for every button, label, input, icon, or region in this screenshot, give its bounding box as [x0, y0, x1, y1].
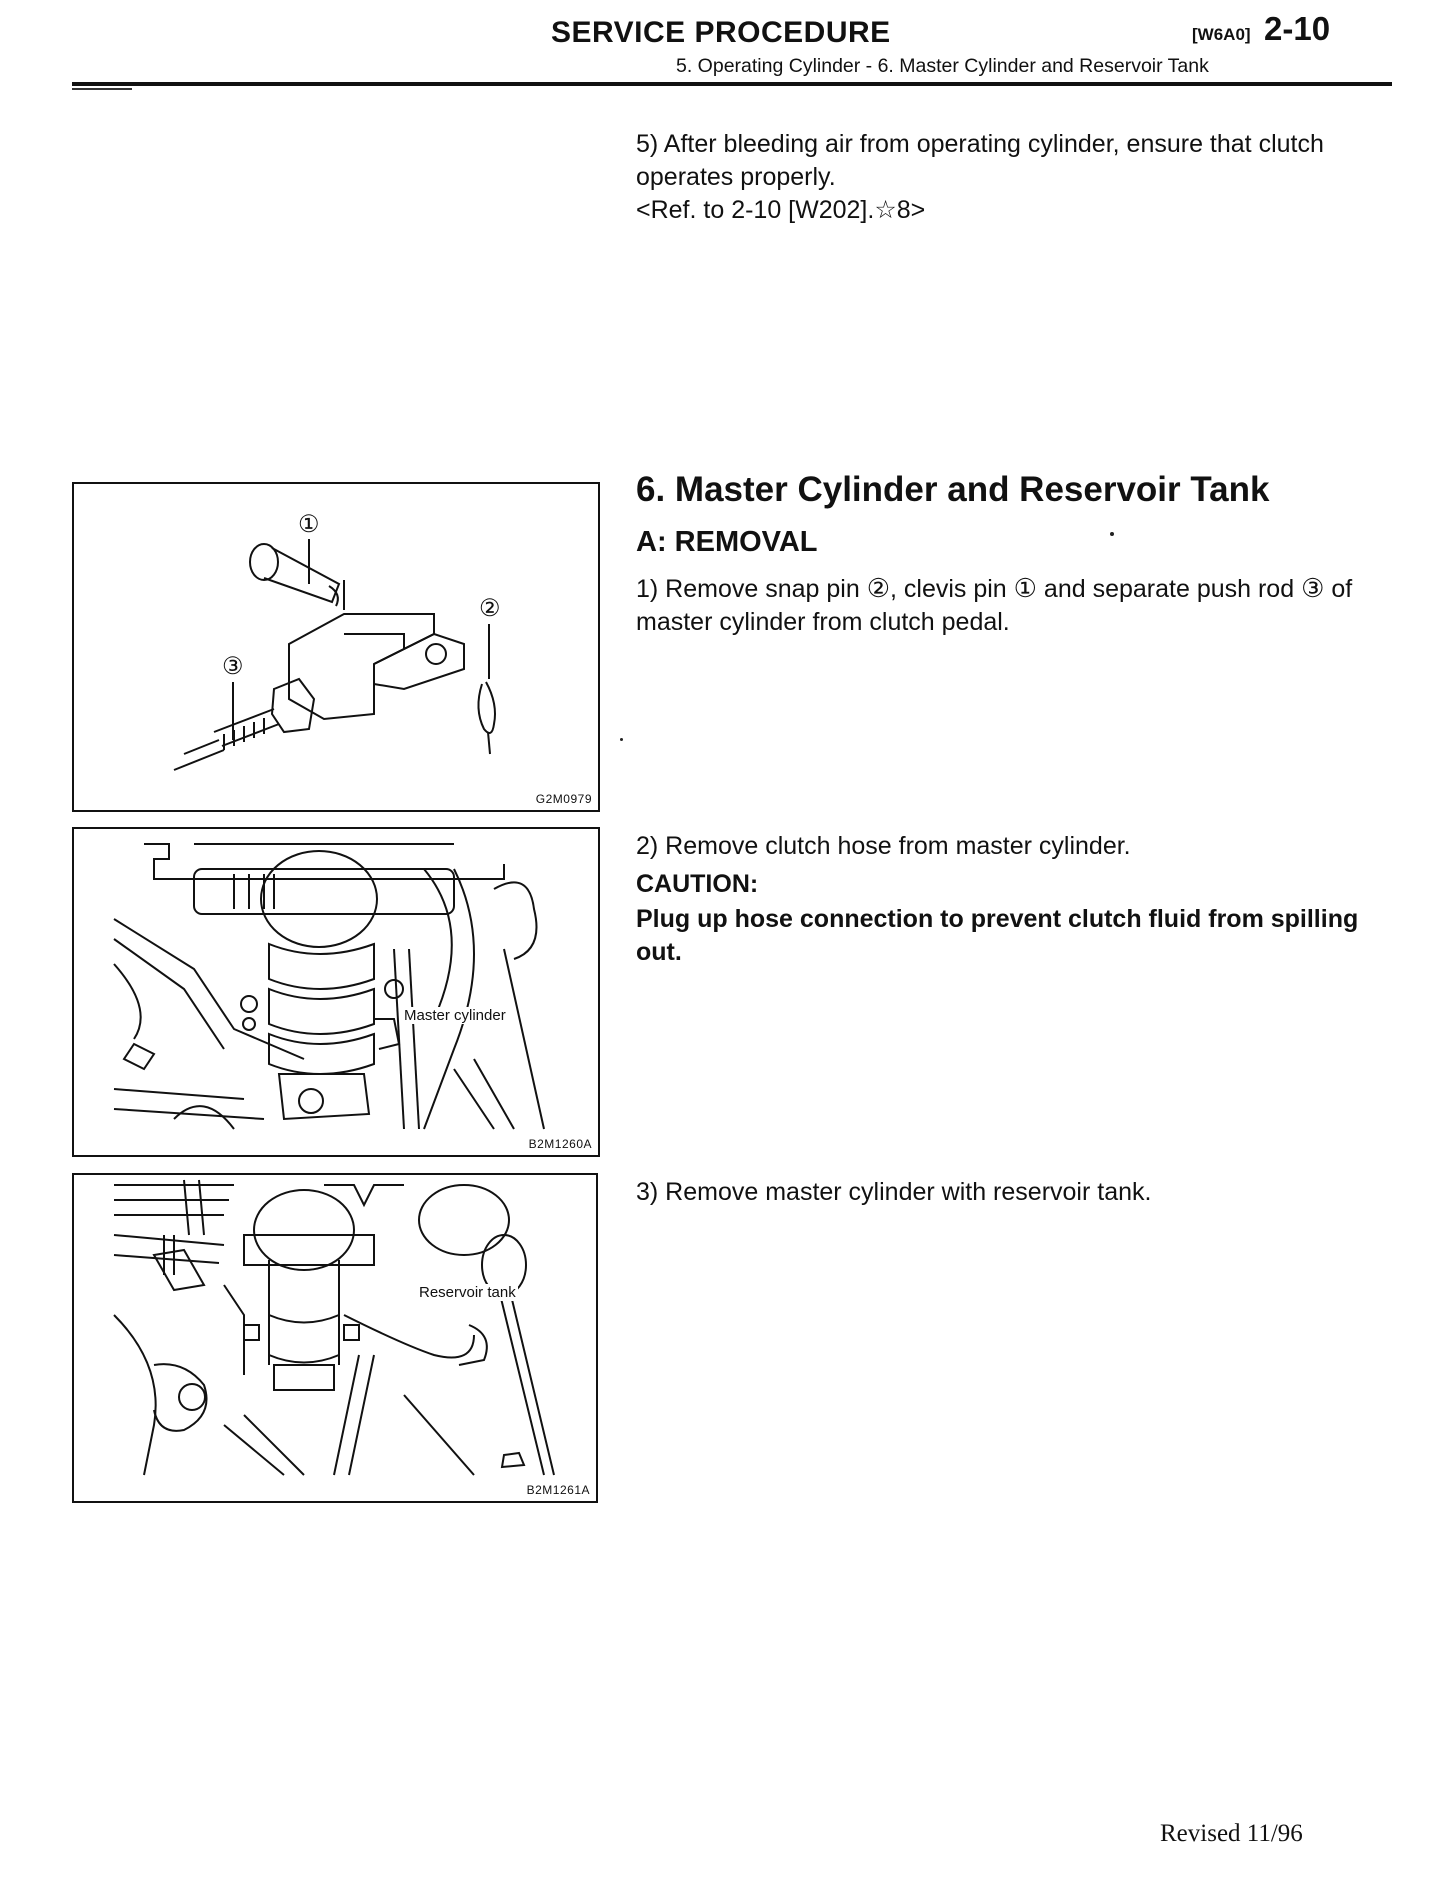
fig3-code: B2M1261A [526, 1483, 590, 1497]
step-5: 5) After bleeding air from operating cyl… [636, 128, 1396, 227]
header-rule [72, 82, 1392, 86]
section-subtitle: A: REMOVAL [636, 526, 818, 558]
callout-3: ③ [1301, 573, 1325, 603]
step-1-part: 1) Remove snap pin [636, 575, 867, 603]
step-5-ref: <Ref. to 2-10 [W202].☆8> [636, 196, 926, 224]
master-cylinder-drawing [113, 843, 545, 1130]
callout-2: ② [866, 573, 890, 603]
step-1-part: of master cylinder from clutch pedal. [636, 575, 1353, 636]
header-rule-accent [72, 88, 132, 90]
fig1-callout-3: ③ [220, 652, 246, 681]
section-title: 6. Master Cylinder and Reservoir Tank [636, 470, 1270, 509]
step-5-text: 5) After bleeding air from operating cyl… [636, 130, 1324, 191]
step-1-part: and separate push rod [1036, 575, 1302, 603]
fig2-label-master-cylinder: Master cylinder [402, 1007, 508, 1024]
step-2: 2) Remove clutch hose from master cylind… [636, 832, 1131, 860]
scan-speck [1110, 532, 1114, 536]
header-subtitle: 5. Operating Cylinder - 6. Master Cylind… [676, 55, 1209, 77]
page-number: 2-10 [1264, 10, 1331, 47]
figure-master-cylinder: Master cylinder B2M1260A [72, 827, 600, 1157]
figure-reservoir-tank: Reservoir tank B2M1261A [72, 1173, 598, 1503]
callout-1: ① [1013, 573, 1037, 603]
step-1: 1) Remove snap pin ②, clevis pin ① and s… [636, 572, 1396, 639]
step-1-part: , clevis pin [890, 575, 1014, 603]
header-title: SERVICE PROCEDURE [551, 16, 891, 49]
clevis-pin-drawing [173, 539, 496, 771]
caution-label: CAUTION: [636, 870, 759, 898]
step-3: 3) Remove master cylinder with reservoir… [636, 1178, 1152, 1206]
caution-text: Plug up hose connection to prevent clutc… [636, 905, 1359, 966]
fig2-code: B2M1260A [528, 1137, 592, 1151]
figure-clevis-pin: ① ② ③ G2M0979 [72, 482, 600, 812]
fig3-label-reservoir-tank: Reservoir tank [417, 1284, 518, 1301]
revision-note: Revised 11/96 [1160, 1820, 1303, 1847]
fig1-callout-1: ① [296, 510, 322, 539]
fig1-callout-2: ② [477, 594, 503, 623]
fig1-code: G2M0979 [535, 792, 592, 806]
header-code: [W6A0] [1192, 25, 1251, 44]
reservoir-tank-drawing [113, 1179, 555, 1476]
scan-speck [620, 738, 623, 741]
